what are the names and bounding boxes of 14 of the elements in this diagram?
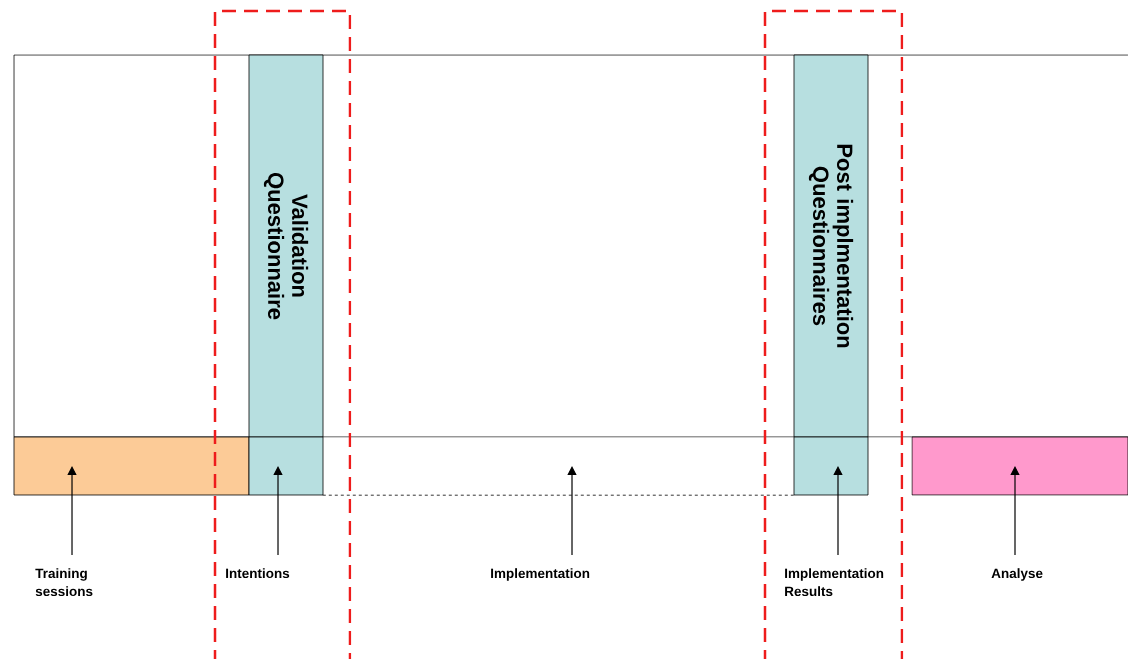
phase-label: Implementation Results (785, 568, 884, 597)
phase-label: Implementation (491, 568, 590, 581)
arrow (1010, 466, 1020, 556)
phase-label: Analyse (991, 568, 1043, 581)
phase-box (911, 436, 1128, 496)
arrow (567, 466, 577, 556)
phase-box (13, 436, 250, 496)
arrow (273, 466, 283, 556)
arrow (67, 466, 77, 556)
phase-label: Training sessions (35, 568, 93, 597)
arrow (833, 466, 843, 556)
phase-box (793, 436, 869, 496)
phase-box (248, 436, 324, 496)
phase-label: Intentions (226, 568, 290, 579)
